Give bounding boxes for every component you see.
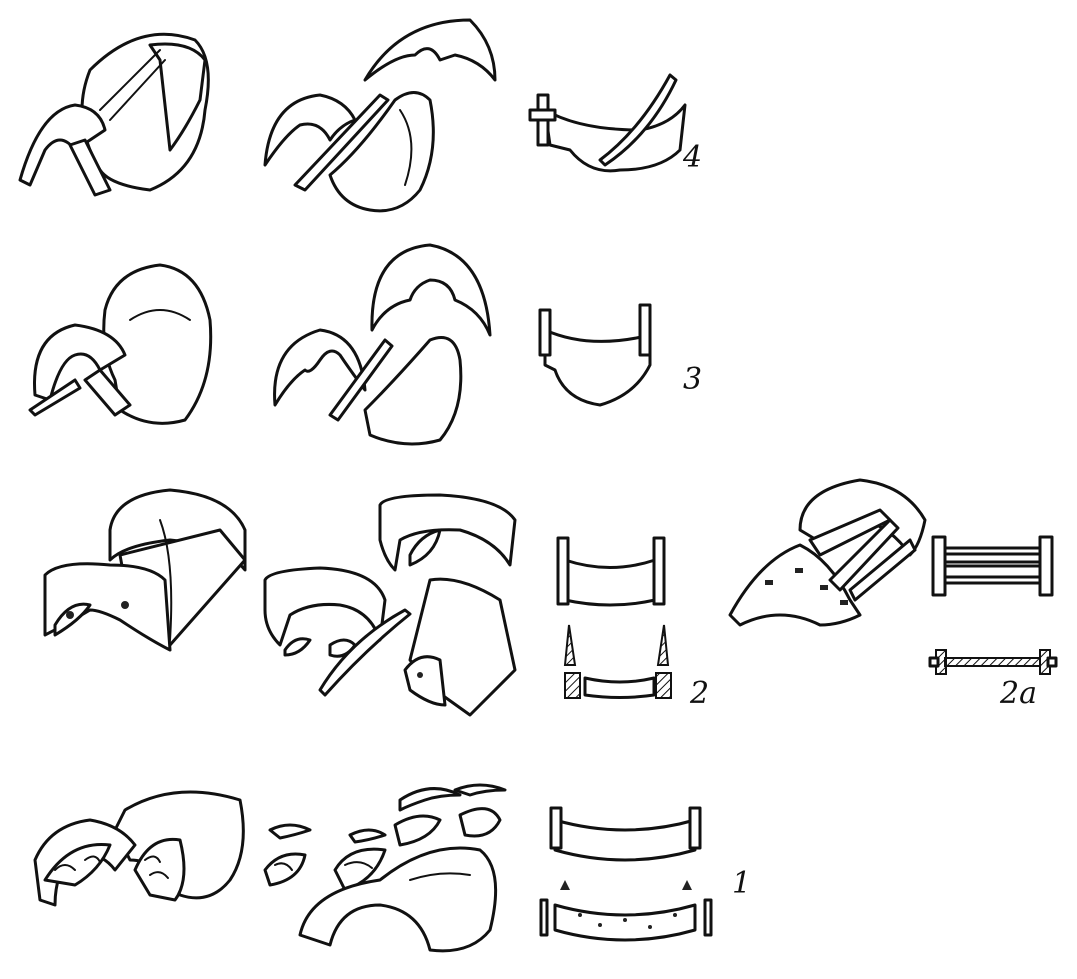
saddle-2a-section bbox=[928, 649, 1058, 675]
figure-label-2: 2 bbox=[690, 676, 710, 711]
saddle-4-profile bbox=[528, 73, 687, 173]
saddle-3-assembled bbox=[28, 263, 213, 425]
saddle-4-exploded bbox=[263, 18, 497, 213]
saddle-1-profile bbox=[539, 806, 713, 942]
saddle-3-profile bbox=[538, 303, 652, 407]
saddle-2a-assembled bbox=[728, 478, 927, 627]
saddle-3-exploded bbox=[273, 243, 492, 446]
figure-label-4: 4 bbox=[683, 140, 703, 175]
saddle-2-assembled bbox=[43, 488, 247, 652]
saddle-2-exploded bbox=[263, 493, 517, 717]
figure-label-1: 1 bbox=[732, 866, 752, 901]
saddle-2a-top-view bbox=[931, 535, 1054, 597]
saddle-1-exploded bbox=[263, 783, 507, 953]
saddle-4-assembled bbox=[18, 32, 210, 197]
figure-label-2a: 2a bbox=[1000, 676, 1037, 711]
saddle-2-profile bbox=[556, 536, 672, 699]
saddle-1-assembled bbox=[33, 790, 245, 907]
figure-label-3: 3 bbox=[683, 362, 703, 397]
